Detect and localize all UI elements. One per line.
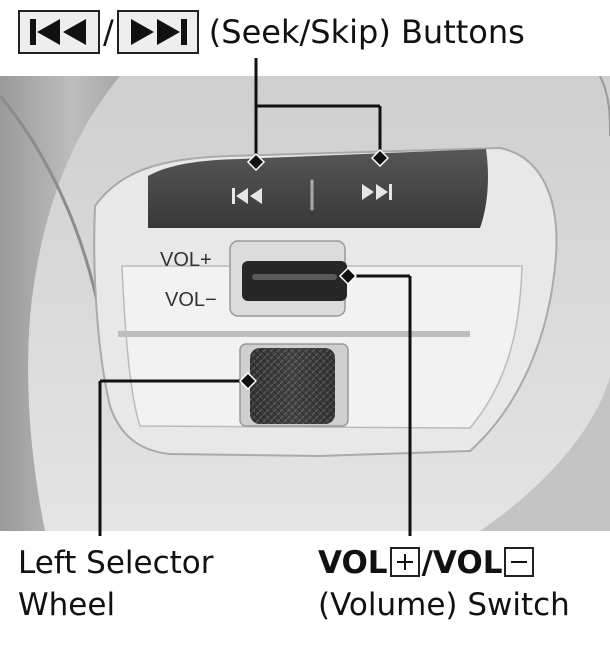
- seek-skip-text: (Seek/Skip) Buttons: [208, 13, 525, 51]
- label-slash: /: [103, 13, 114, 51]
- plus-box-icon: [389, 547, 420, 577]
- vol-slash: /: [421, 545, 433, 581]
- volume-label-line1: VOL/VOL: [318, 542, 570, 584]
- vol-text-1: VOL: [318, 545, 388, 581]
- left-selector-wheel-label: Left Selector Wheel: [18, 542, 214, 626]
- seek-skip-label: / (Seek/Skip) Buttons: [18, 8, 525, 56]
- left-label-line1: Left Selector: [18, 545, 214, 581]
- vol-plus-label: VOL+: [160, 249, 212, 271]
- minus-box-icon: [504, 547, 535, 577]
- left-label-line2: Wheel: [18, 587, 116, 623]
- vol-text-2: VOL: [432, 545, 503, 581]
- skip-forward-icon: [116, 10, 199, 54]
- skip-back-icon: [18, 10, 100, 54]
- volume-label-line2: (Volume) Switch: [318, 587, 570, 623]
- volume-switch-label: VOL/VOL (Volume) Switch: [318, 542, 570, 626]
- vol-minus-label: VOL−: [165, 289, 217, 311]
- steering-wheel-illustration: VOL+ VOL−: [0, 76, 610, 531]
